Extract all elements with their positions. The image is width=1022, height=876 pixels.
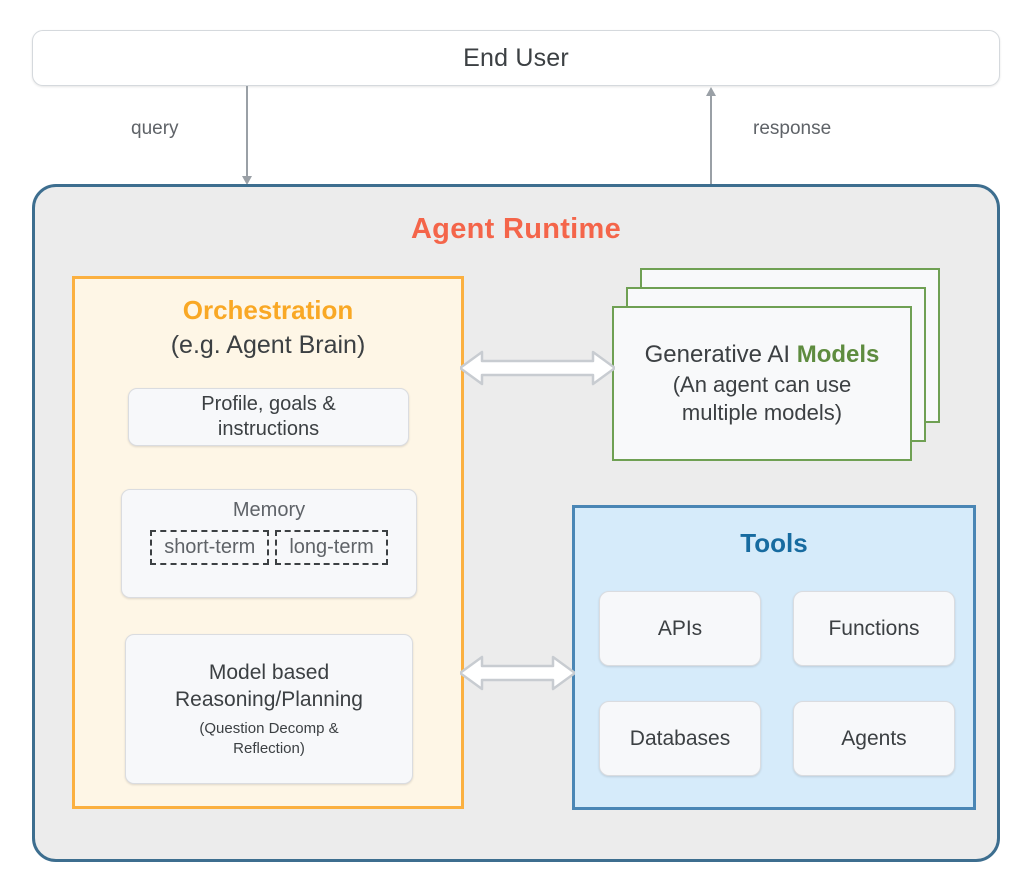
response-label: response: [753, 118, 832, 139]
reasoning-card-sub2: Reflection): [233, 739, 305, 757]
query-label: query: [131, 118, 179, 139]
response-arrowhead-icon: [706, 87, 716, 96]
tools-grid: APIs Functions Databases Agents: [599, 591, 955, 776]
profile-card-line2: instructions: [217, 418, 320, 440]
memory-card-title: Memory: [232, 499, 306, 521]
model-based-reasoning-card: Model based Reasoning/Planning (Question…: [125, 634, 413, 784]
end-user-label: End User: [463, 43, 569, 72]
memory-chip-long-term: long-term: [275, 530, 388, 565]
reasoning-card-sub1: (Question Decomp &: [199, 719, 339, 737]
orchestration-tools-arrow: [460, 655, 575, 691]
models-subtitle-line1: (An agent can use: [672, 372, 852, 397]
models-subtitle-line2: multiple models): [681, 399, 843, 425]
response-connector-line: [710, 95, 712, 184]
generative-ai-models-stack: Generative AI Models (An agent can use m…: [612, 268, 940, 466]
end-user-box: End User: [32, 30, 1000, 86]
query-arrowhead-icon: [242, 176, 252, 185]
tool-card-databases: Databases: [599, 701, 761, 776]
reasoning-card-line1: Model based: [208, 660, 330, 684]
models-title-plain: Generative AI: [644, 341, 797, 368]
tools-panel: Tools APIs Functions Databases Agents: [572, 505, 976, 810]
tool-card-functions: Functions: [793, 591, 955, 666]
tool-card-apis: APIs: [599, 591, 761, 666]
profile-goals-instructions-card: Profile, goals & instructions: [128, 388, 409, 446]
reasoning-card-line2: Reasoning/Planning: [175, 688, 363, 712]
agent-runtime-title: Agent Runtime: [410, 213, 622, 245]
orchestration-subtitle: (e.g. Agent Brain): [170, 331, 366, 359]
models-title: Generative AI Models: [645, 341, 880, 369]
models-title-accent: Models: [796, 341, 880, 368]
memory-card: Memory short-term long-term: [121, 489, 417, 598]
memory-chip-short-term: short-term: [150, 530, 270, 565]
orchestration-models-arrow: [460, 350, 615, 386]
profile-card-line1: Profile, goals &: [201, 393, 336, 415]
query-connector-line: [246, 86, 248, 178]
tool-card-agents: Agents: [793, 701, 955, 776]
model-sheet-front: Generative AI Models (An agent can use m…: [612, 306, 912, 461]
memory-chip-row: short-term long-term: [150, 530, 388, 565]
orchestration-title: Orchestration: [182, 295, 354, 325]
tools-title: Tools: [740, 528, 808, 558]
